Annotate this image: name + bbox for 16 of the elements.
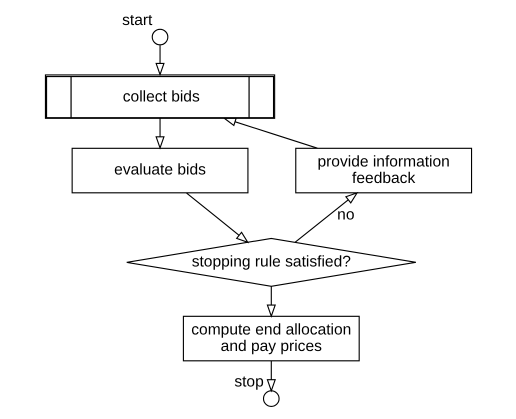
- node-label: stop: [234, 374, 264, 391]
- node-box: compute end allocation and pay prices: [182, 316, 360, 362]
- arrow: [294, 192, 358, 243]
- node-box: evaluate bids: [71, 148, 248, 194]
- node-diamond: stopping rule satisfied?: [126, 238, 416, 287]
- arrow: [154, 118, 164, 150]
- arrow: [222, 117, 318, 149]
- arrow: [186, 192, 249, 244]
- node-label: start: [122, 12, 152, 30]
- node-box: provide information feedback: [294, 148, 472, 194]
- arrow: [266, 360, 276, 392]
- node-circle: [151, 28, 168, 46]
- arrow: [266, 286, 276, 318]
- arrow: [154, 45, 164, 76]
- edge-label: no: [336, 206, 354, 224]
- node-circle: [262, 390, 280, 407]
